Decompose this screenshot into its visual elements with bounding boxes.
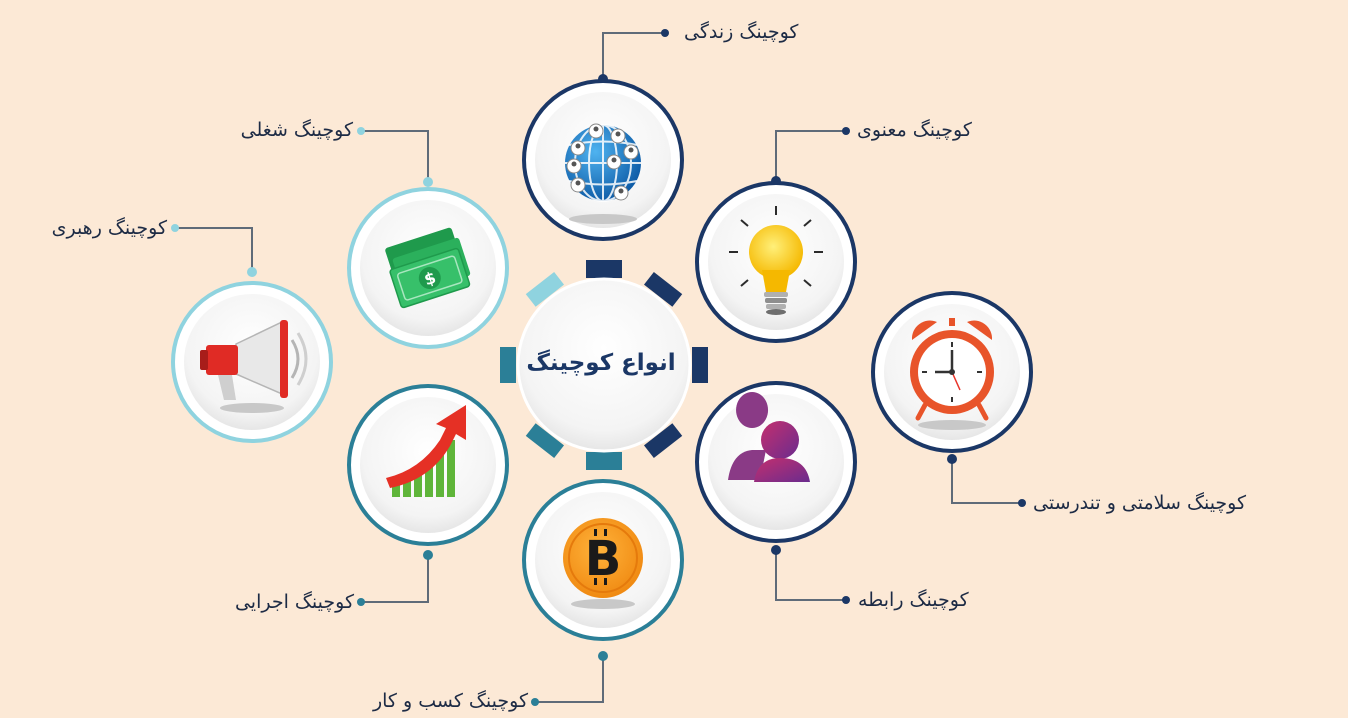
globe-network-icon — [565, 123, 641, 202]
diagram-title: انواع کوچینگ — [526, 350, 676, 376]
node-career: $ — [347, 187, 509, 349]
growth-chart-icon — [386, 405, 466, 497]
node-business: B — [522, 479, 684, 641]
label-executive: کوچینگ اجرایی — [234, 591, 354, 613]
svg-text:B: B — [585, 531, 622, 587]
label-spiritual: کوچینگ معنوی — [857, 119, 972, 141]
node-leadership — [171, 281, 333, 443]
label-business: کوچینگ کسب و کار — [372, 690, 528, 712]
label-life: کوچینگ زندگی — [684, 21, 799, 43]
node-life — [522, 79, 684, 241]
node-spiritual — [695, 181, 857, 343]
label-leadership: کوچینگ رهبری — [51, 217, 167, 239]
center-gear — [500, 260, 708, 470]
label-health: کوچینگ سلامتی و تندرستی — [1033, 492, 1247, 514]
node-executive — [347, 384, 509, 546]
label-relationship: کوچینگ رابطه — [858, 589, 969, 611]
bitcoin-icon: B — [563, 518, 643, 598]
label-career: کوچینگ شغلی — [240, 119, 353, 141]
connector-lines — [176, 32, 1022, 703]
two-people-icon — [728, 392, 810, 482]
node-relationship — [695, 381, 857, 543]
money-icon: $ — [385, 227, 471, 309]
svg-text:$: $ — [422, 268, 438, 290]
node-health — [871, 291, 1033, 453]
light-bulb-icon — [729, 206, 823, 315]
alarm-clock-icon — [910, 318, 994, 421]
megaphone-icon — [200, 320, 308, 400]
